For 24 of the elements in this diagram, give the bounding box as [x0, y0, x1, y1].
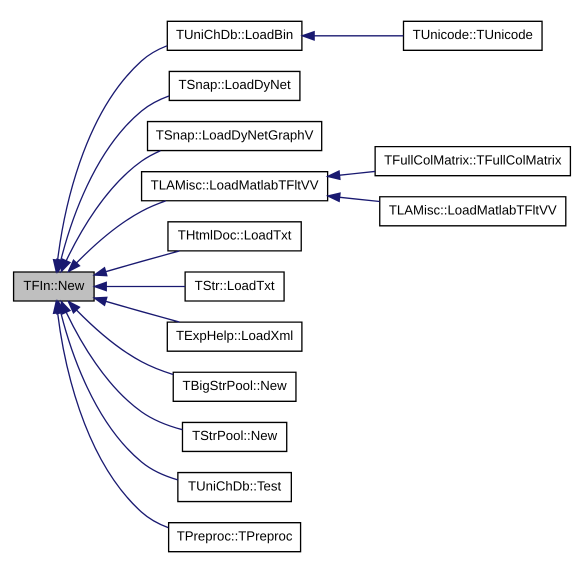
node-box: THtmlDoc::LoadTxt [167, 221, 302, 252]
node-box: TFullColMatrix::TFullColMatrix [374, 146, 572, 176]
arrow [92, 250, 180, 276]
node-box: TStrPool::New [182, 422, 288, 452]
arrow [66, 300, 174, 376]
node-box: TUnicode::TUnicode [402, 20, 543, 51]
arrow [326, 192, 380, 202]
arrow [326, 170, 376, 180]
node-box: TLAMisc::LoadMatlabTFltVV [379, 196, 566, 226]
arrow [92, 296, 180, 323]
arrow [92, 281, 186, 292]
node-box: TSnap::LoadDyNetGraphV [146, 120, 322, 152]
node-box: TExpHelp::LoadXml [166, 321, 303, 352]
node-box: TFIn::New [12, 271, 95, 302]
node-box: TBigStrPool::New [172, 372, 297, 402]
node-box: TStr::LoadTxt [184, 271, 285, 302]
node-box: TSnap::LoadDyNet [168, 70, 301, 102]
node-box: TLAMisc::LoadMatlabTFltVV [140, 171, 328, 202]
node-box: TUniChDb::Test [177, 472, 292, 502]
arrow [60, 150, 161, 274]
node-box: TPreproc::TPreproc [168, 522, 302, 552]
arrow [300, 30, 404, 41]
node-box: TUniChDb::LoadBin [166, 20, 303, 51]
arrow [66, 200, 166, 273]
